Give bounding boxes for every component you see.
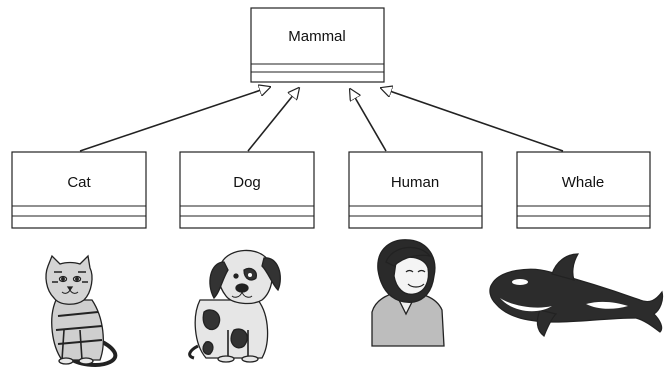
class-name-cat: Cat	[67, 174, 91, 191]
arrow-whale-to-mammal	[381, 88, 564, 152]
class-box-whale: Whale	[516, 151, 651, 229]
class-box-mammal: Mammal	[250, 7, 385, 83]
class-name-human: Human	[391, 174, 439, 191]
class-box-cat: Cat	[11, 151, 147, 229]
class-name-whale: Whale	[562, 174, 605, 191]
class-name-mammal: Mammal	[288, 28, 346, 45]
human-icon	[371, 239, 445, 347]
inheritance-arrows	[79, 87, 564, 152]
class-name-dog: Dog	[233, 174, 261, 191]
arrow-cat-to-mammal	[79, 87, 270, 152]
class-box-human: Human	[348, 151, 483, 229]
arrow-human-to-mammal	[350, 89, 387, 152]
arrow-dog-to-mammal	[247, 88, 299, 152]
class-box-dog: Dog	[179, 151, 315, 229]
dog-icon	[188, 249, 281, 363]
whale-icon	[489, 253, 664, 337]
cat-icon	[45, 254, 118, 367]
